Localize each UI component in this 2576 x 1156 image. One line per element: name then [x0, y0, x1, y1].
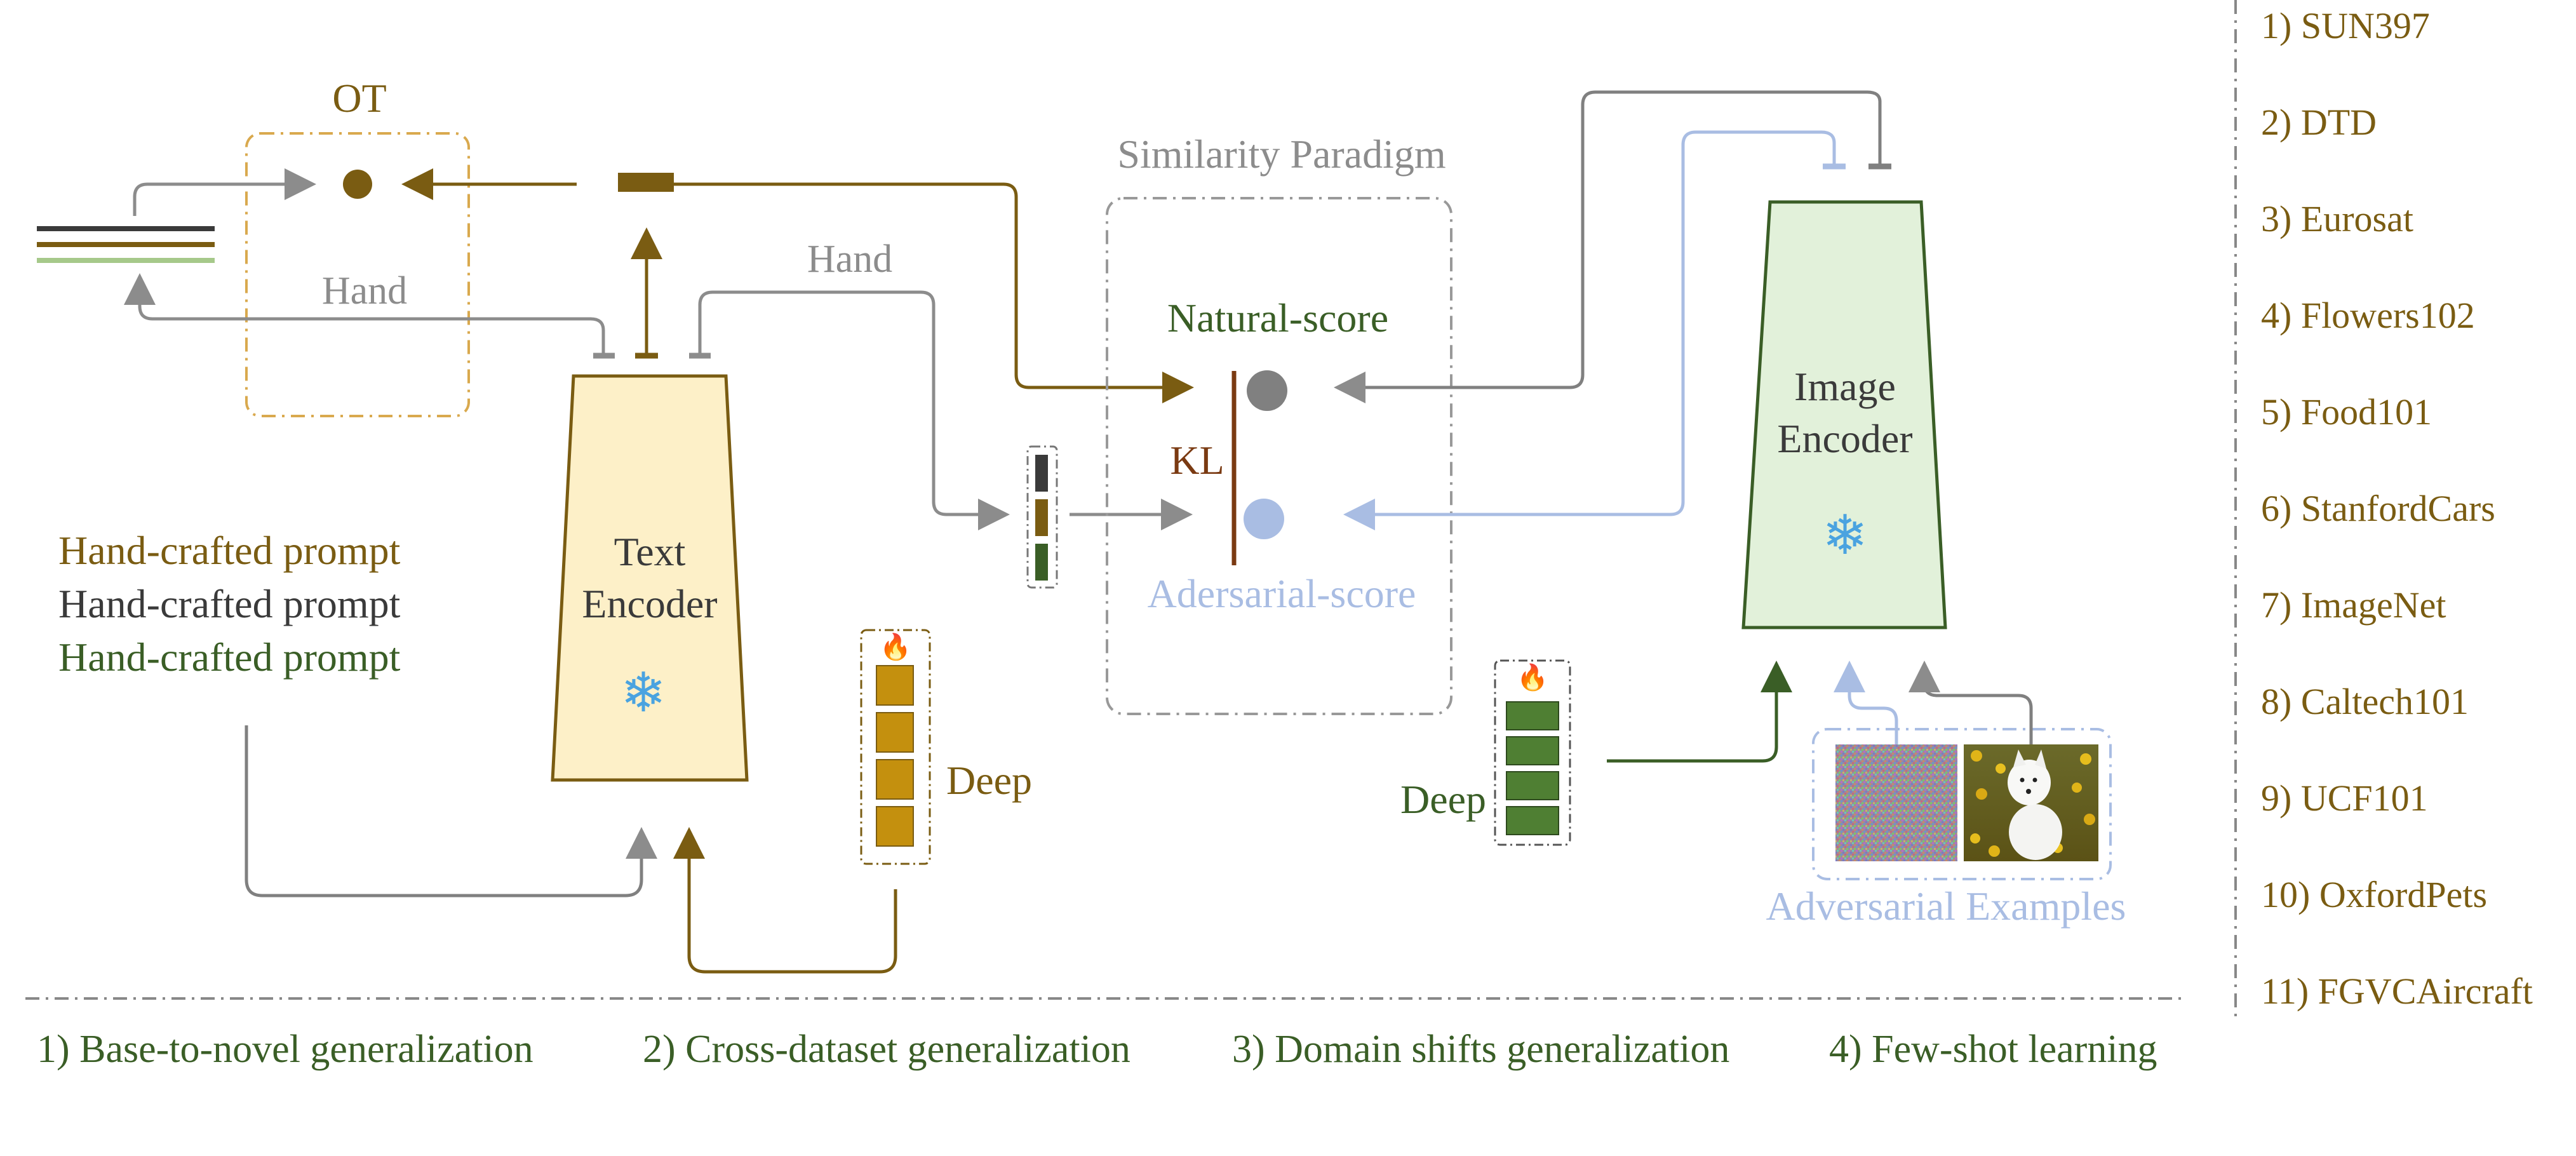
arrow-deep-to-text-encoder: [673, 827, 897, 974]
deep-image-block-2: [1506, 736, 1559, 765]
task-2: 2) Cross-dataset generalization: [643, 1028, 1130, 1071]
adversarial-examples-label: Adversarial Examples: [1766, 884, 2126, 929]
arrow-image-to-natural: [1334, 90, 1882, 403]
arrow-dog-to-image-encoder: [1909, 661, 2033, 744]
ot-box: [245, 132, 470, 417]
image-encoder-label-1: Image: [1794, 364, 1896, 409]
hand-label-right: Hand: [807, 238, 892, 281]
text-encoder-label-2: Encoder: [582, 581, 717, 626]
hand-label-left: Hand: [322, 269, 407, 313]
dataset-10: 10) OxfordPets: [2261, 874, 2487, 915]
dataset-8: 8) Caltech101: [2261, 681, 2469, 722]
deep-image-block-4: [1506, 806, 1559, 835]
dataset-3: 3) Eurosat: [2261, 198, 2413, 239]
text-encoder-label-1: Text: [614, 529, 686, 574]
deep-text-block-2: [876, 712, 914, 753]
feature-stack: [1026, 445, 1058, 589]
dataset-2: 2) DTD: [2261, 102, 2377, 143]
feature-green: [1035, 544, 1048, 581]
arrow-noise-to-image-encoder: [1834, 661, 1898, 744]
similarity-title: Similarity Paradigm: [1117, 131, 1446, 177]
dataset-9: 9) UCF101: [2261, 777, 2428, 819]
deep-text-block-1: [876, 665, 914, 706]
task-4: 4) Few-shot learning: [1829, 1028, 2157, 1071]
arrow-prompts-to-text-encoder: [245, 725, 657, 897]
dataset-1: 1) SUN397: [2261, 5, 2430, 46]
deep-image-label: Deep: [1400, 777, 1486, 822]
deep-text-block-4: [876, 806, 914, 847]
arrow-hand-to-prompts: [124, 273, 605, 340]
feature-dark: [1035, 455, 1048, 492]
prompt-olive: Hand-crafted prompt: [58, 528, 401, 573]
arrow-image-to-adversarial: [1343, 130, 1836, 530]
natural-score-node: [1247, 370, 1287, 411]
deep-text-block-3: [876, 759, 914, 800]
arrow-prompts-to-ot: [133, 168, 316, 216]
task-3: 3) Domain shifts generalization: [1232, 1028, 1729, 1071]
kl-label: KL: [1170, 438, 1224, 483]
text-encoder: [551, 374, 749, 782]
fire-icon-image: 🔥: [1517, 662, 1548, 692]
dataset-6: 6) StanfordCars: [2261, 488, 2495, 529]
snowflake-icon: ❄: [621, 662, 666, 723]
feature-olive: [1035, 499, 1048, 536]
deep-image-block-1: [1506, 701, 1559, 730]
arrow-deep-to-image-encoder: [1607, 661, 1792, 763]
arrow-bar-to-natural: [674, 182, 1194, 403]
ot-node: [343, 170, 372, 199]
dog-image: [1964, 744, 2098, 861]
task-1: 1) Base-to-novel generalization: [37, 1028, 533, 1071]
adversarial-score-node: [1244, 499, 1284, 539]
image-encoder-label-2: Encoder: [1777, 416, 1912, 461]
prompt-dark: Hand-crafted prompt: [58, 581, 401, 626]
dataset-11: 11) FGVCAircraft: [2261, 971, 2533, 1012]
olive-bar-node: [618, 173, 674, 192]
prompt-green: Hand-crafted prompt: [58, 635, 401, 680]
deep-image-block-3: [1506, 771, 1559, 800]
image-encoder: [1741, 200, 1947, 629]
arrow-hand-to-features: [698, 290, 1010, 530]
fire-icon-text: 🔥: [880, 632, 911, 661]
dataset-5: 5) Food101: [2261, 391, 2432, 433]
dataset-7: 7) ImageNet: [2261, 584, 2446, 626]
deep-text-stack: [860, 629, 931, 865]
ot-label: OT: [332, 76, 386, 121]
similarity-box: [1106, 197, 1452, 715]
dataset-4: 4) Flowers102: [2261, 295, 2475, 336]
natural-score-label: Natural-score: [1167, 295, 1388, 340]
deep-image-stack: [1494, 659, 1571, 846]
adversarial-examples-box: [1812, 728, 2112, 880]
snowflake-icon-image: ❄: [1822, 505, 1868, 566]
adversarial-score-label: Adersarial-score: [1148, 571, 1416, 616]
noise-image: [1835, 744, 1957, 861]
deep-text-label: Deep: [946, 758, 1032, 803]
